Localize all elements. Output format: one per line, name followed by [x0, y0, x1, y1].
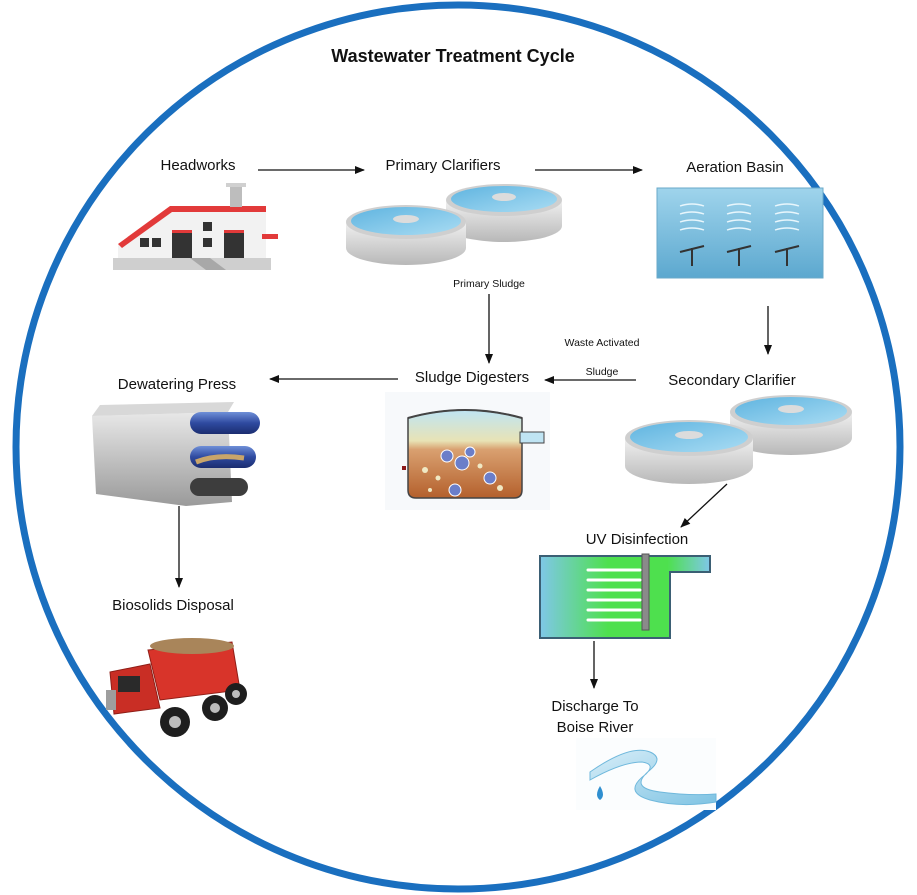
- digester-icon: [385, 392, 550, 510]
- discharge-label-line1: Discharge To: [551, 698, 638, 715]
- uv-disinfection-label: UV Disinfection: [586, 531, 689, 548]
- dump-truck-icon: [106, 638, 247, 737]
- aeration-basin-label: Aeration Basin: [686, 159, 784, 176]
- diagram-title: Wastewater Treatment Cycle: [331, 46, 574, 66]
- building-icon: [113, 183, 278, 270]
- belt-press-icon: [92, 402, 260, 506]
- headworks-label: Headworks: [160, 157, 235, 174]
- clarifier-tanks-icon: [346, 184, 562, 265]
- arrow-secondary-to-uv: [680, 483, 728, 528]
- waste-activated-label-line1: Waste Activated: [565, 337, 640, 349]
- secondary-clarifier-label: Secondary Clarifier: [668, 372, 796, 389]
- aeration-tank-icon: [656, 187, 824, 279]
- secondary-clarifier-icon: [625, 395, 852, 484]
- dewatering-press-label: Dewatering Press: [118, 376, 236, 393]
- primary-sludge-label: Primary Sludge: [453, 278, 525, 290]
- primary-clarifiers-label: Primary Clarifiers: [385, 157, 500, 174]
- river-icon: [576, 738, 717, 810]
- waste-activated-label-line2: Sludge: [586, 366, 619, 378]
- biosolids-disposal-label: Biosolids Disposal: [112, 597, 234, 614]
- sludge-digesters-label: Sludge Digesters: [415, 369, 529, 386]
- uv-channel-icon: [539, 553, 711, 639]
- discharge-label-line2: Boise River: [557, 719, 634, 736]
